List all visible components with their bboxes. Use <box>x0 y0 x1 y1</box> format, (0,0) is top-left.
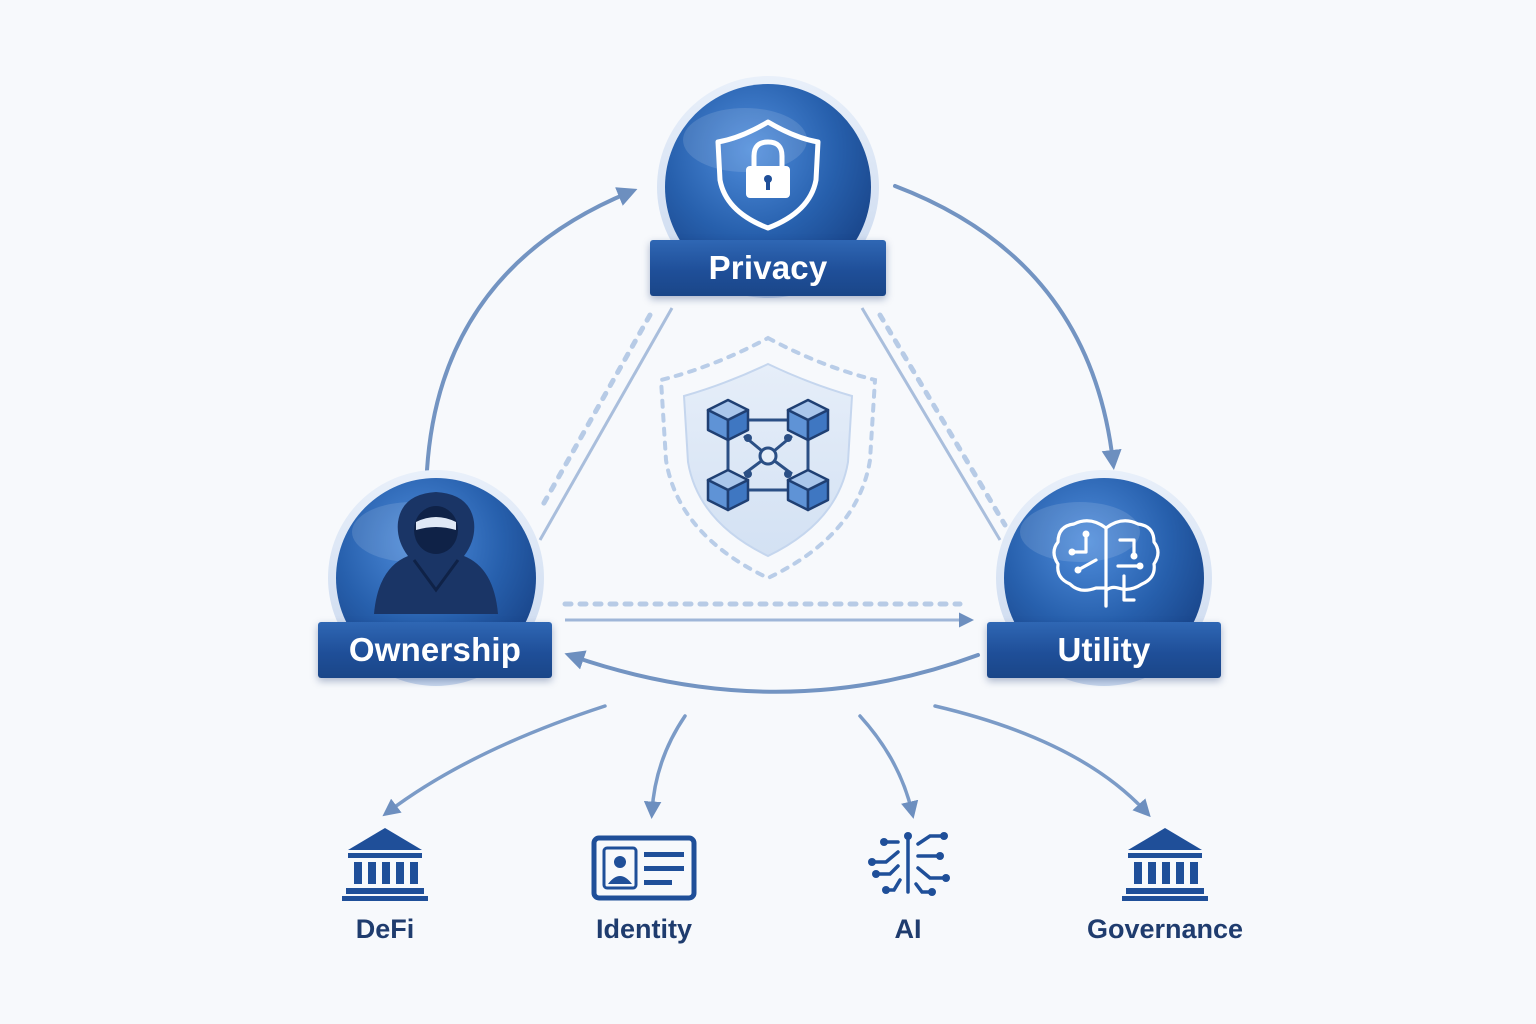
dotted-triangle <box>537 312 1008 607</box>
block-cube <box>706 468 750 512</box>
block-cube <box>786 468 830 512</box>
block-cube <box>706 398 750 442</box>
hooded-user-icon <box>374 492 498 614</box>
brain-circuit-icon <box>1052 519 1160 608</box>
arrow-utility-to-ownership <box>564 650 980 694</box>
bank-building-icon <box>342 828 428 901</box>
arrow-to-identity <box>643 714 687 819</box>
shield-lock-icon <box>715 119 821 231</box>
arrow-to-ai <box>858 714 919 819</box>
governance-label: Governance <box>1086 914 1244 944</box>
ai-label: AI <box>894 914 922 944</box>
bank-building-icon <box>1122 828 1208 901</box>
arrow-to-governance <box>933 704 1151 818</box>
utility-label[interactable]: Utility <box>987 622 1221 678</box>
application-arrows <box>382 704 1151 819</box>
arrow-ownership-to-privacy <box>425 187 638 472</box>
arrow-privacy-to-utility <box>893 184 1122 470</box>
ownership-label[interactable]: Ownership <box>318 622 552 678</box>
circuit-icon <box>868 832 950 896</box>
privacy-label[interactable]: Privacy <box>650 240 886 296</box>
defi-label: DeFi <box>355 914 415 944</box>
cycle-arrows <box>425 184 1122 694</box>
arrow-to-defi <box>382 704 607 817</box>
inner-triangle <box>538 307 1002 628</box>
blockchain-network-shield-icon <box>658 335 878 581</box>
identity-label: Identity <box>595 914 692 944</box>
block-cube <box>786 398 830 442</box>
id-card-icon <box>591 835 697 901</box>
